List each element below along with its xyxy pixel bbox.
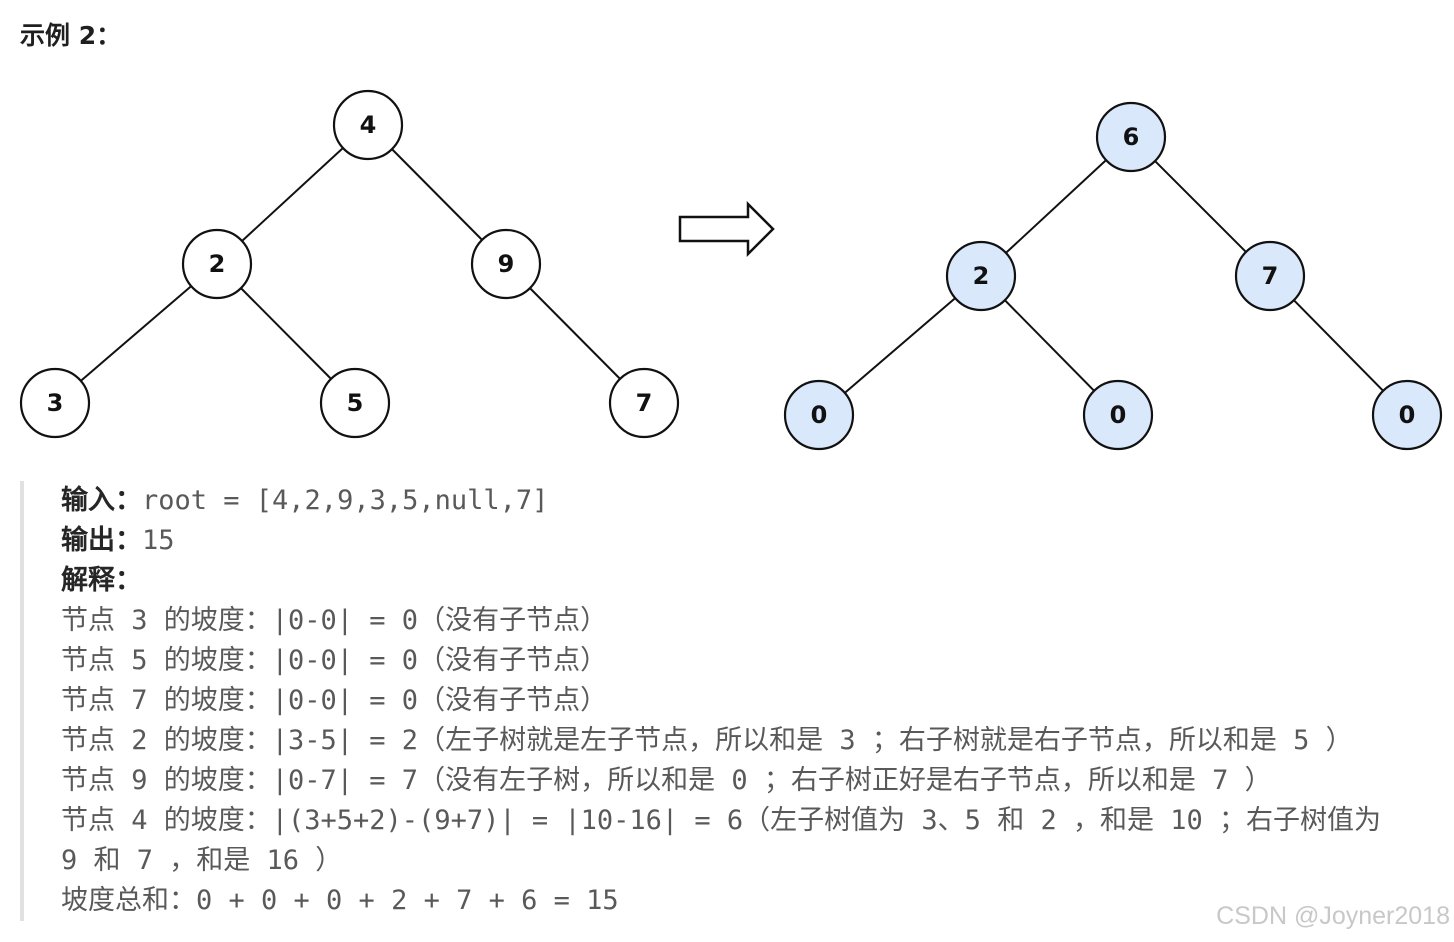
tree-before-edge bbox=[240, 287, 332, 380]
tree-before-node-circle bbox=[332, 89, 404, 161]
tree-after-node: 7 bbox=[1234, 240, 1306, 312]
watermark: CSDN @Joyner2018 bbox=[1216, 902, 1450, 930]
example-explanation-block: 输入：root = [4,2,9,3,5,null,7] 输出：15 解释： 节… bbox=[20, 481, 1440, 921]
tree-before-node-value: 5 bbox=[347, 389, 364, 417]
tree-before-node-value: 7 bbox=[636, 389, 653, 417]
tree-before-edge bbox=[391, 148, 483, 241]
tree-after-node-value: 6 bbox=[1123, 123, 1140, 151]
tree-before-nodes: 4 2 9 3 5 7 bbox=[19, 89, 680, 439]
tree-before-node-circle bbox=[608, 367, 680, 439]
tree-after-node-circle bbox=[945, 240, 1017, 312]
tree-before-node-value: 9 bbox=[498, 250, 515, 278]
explanation-line: 坡度总和：0 + 0 + 0 + 2 + 7 + 6 = 15 bbox=[61, 885, 619, 916]
tree-before-node-circle bbox=[19, 367, 91, 439]
tree-after-node: 6 bbox=[1095, 101, 1167, 173]
tree-before-node-circle bbox=[470, 228, 542, 300]
tree-after-node-value: 7 bbox=[1262, 262, 1279, 290]
explanation-line: 节点 5 的坡度：|0-0| = 0（没有子节点） bbox=[61, 645, 608, 676]
explanation-label-line: 解释： bbox=[61, 561, 142, 601]
tree-after-node-circle bbox=[1234, 240, 1306, 312]
explanation-line: 节点 4 的坡度：|(3+5+2)-(9+7)| = |10-16| = 6（左… bbox=[61, 805, 1381, 836]
output-value: 15 bbox=[142, 525, 175, 556]
tree-after-node-circle bbox=[1082, 379, 1154, 451]
tree-after-node-value: 0 bbox=[811, 401, 828, 429]
tree-after-node: 0 bbox=[783, 379, 855, 451]
explanation-line: 节点 9 的坡度：|0-7| = 7（没有左子树，所以和是 0 ；右子树正好是右… bbox=[61, 765, 1272, 796]
transform-arrow-icon bbox=[678, 200, 775, 258]
tree-after-node-value: 2 bbox=[973, 262, 990, 290]
output-line: 输出：15 bbox=[61, 521, 175, 561]
tree-before-node-circle bbox=[319, 367, 391, 439]
tree-after-node-circle bbox=[1371, 379, 1443, 451]
explanation-line: 节点 7 的坡度：|0-0| = 0（没有子节点） bbox=[61, 685, 608, 716]
explanation-line: 节点 3 的坡度：|0-0| = 0（没有子节点） bbox=[61, 605, 608, 636]
tree-before-node-value: 3 bbox=[47, 389, 64, 417]
tree-after-node-value: 0 bbox=[1399, 401, 1416, 429]
input-line: 输入：root = [4,2,9,3,5,null,7] bbox=[61, 481, 548, 521]
tree-before-edge bbox=[529, 287, 621, 380]
tree-after-edge bbox=[844, 297, 956, 394]
tree-after-edge bbox=[1004, 299, 1095, 392]
tree-after-node-circle bbox=[783, 379, 855, 451]
tree-before-edge bbox=[241, 147, 344, 242]
tree-before-node-value: 2 bbox=[209, 250, 226, 278]
tree-after-node: 0 bbox=[1082, 379, 1154, 451]
tree-before-node: 4 bbox=[332, 89, 404, 161]
tree-before-node: 3 bbox=[19, 367, 91, 439]
tree-after-node-value: 0 bbox=[1110, 401, 1127, 429]
explanation-line: 9 和 7 ，和是 16 ） bbox=[61, 845, 343, 876]
tree-before-node: 9 bbox=[470, 228, 542, 300]
tree-after-edge bbox=[1154, 160, 1247, 253]
tree-before-node: 2 bbox=[181, 228, 253, 300]
input-value: root = [4,2,9,3,5,null,7] bbox=[142, 485, 549, 516]
example-title: 示例 2： bbox=[20, 21, 122, 50]
tree-after-edge bbox=[1005, 159, 1107, 254]
tree-after-node-circle bbox=[1095, 101, 1167, 173]
tree-before-edges bbox=[80, 147, 621, 382]
input-label: 输入： bbox=[61, 485, 142, 516]
tree-before-node-circle bbox=[181, 228, 253, 300]
tree-before-node: 5 bbox=[319, 367, 391, 439]
explanation-label: 解释： bbox=[61, 565, 142, 596]
tree-diagram: 4 2 9 3 5 7 6 2 7 0 0 0 bbox=[19, 89, 1443, 451]
tree-after-nodes: 6 2 7 0 0 0 bbox=[783, 101, 1443, 451]
tree-after-edge bbox=[1293, 299, 1384, 392]
tree-after-node: 0 bbox=[1371, 379, 1443, 451]
output-label: 输出： bbox=[61, 525, 142, 556]
tree-before-edge bbox=[80, 285, 192, 382]
explanation-line: 节点 2 的坡度：|3-5| = 2（左子树就是左子节点，所以和是 3 ；右子树… bbox=[61, 725, 1353, 756]
tree-before-node-value: 4 bbox=[360, 111, 377, 139]
tree-before-node: 7 bbox=[608, 367, 680, 439]
tree-after-edges bbox=[844, 159, 1384, 394]
tree-after-node: 2 bbox=[945, 240, 1017, 312]
